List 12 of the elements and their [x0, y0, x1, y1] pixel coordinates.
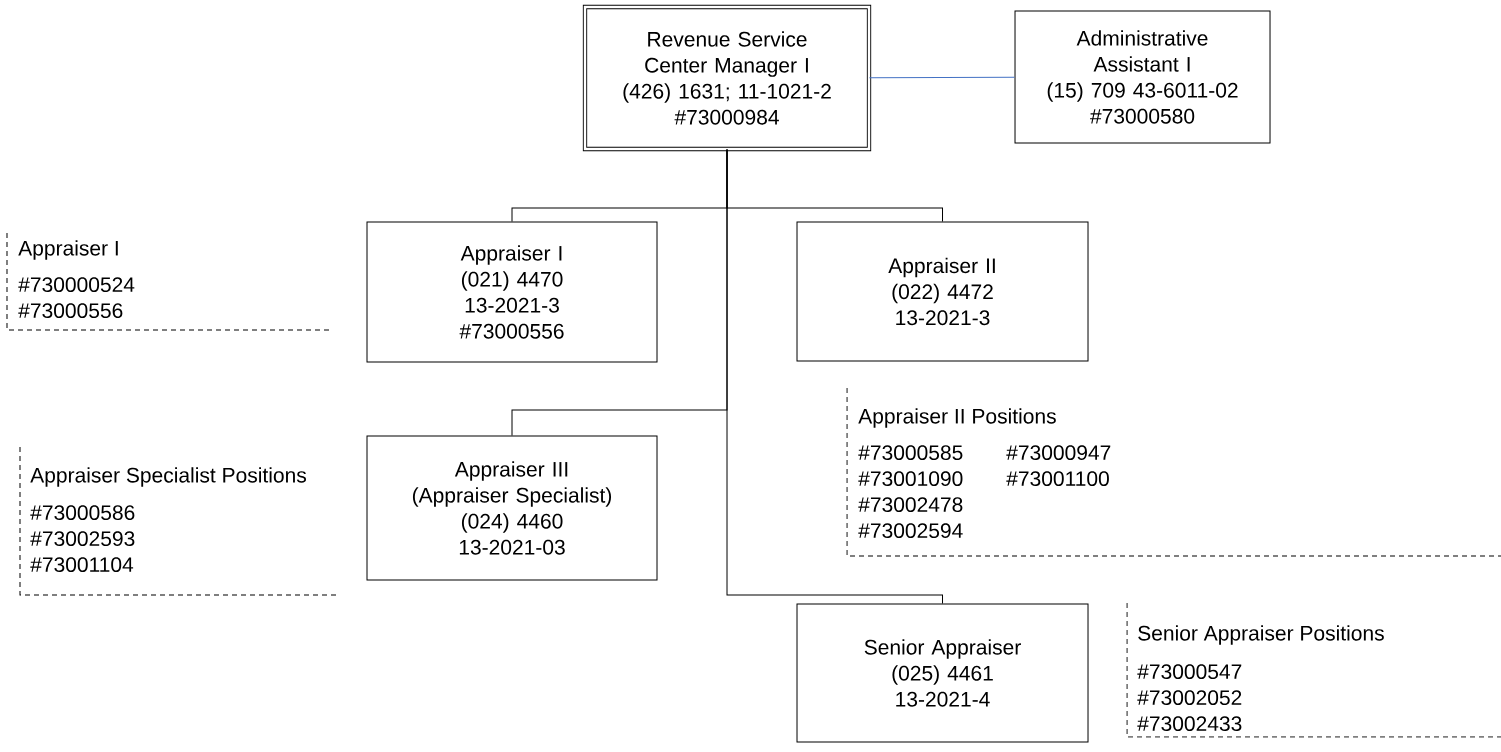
- position-list: Appraiser Specialist Positions #73000586 #73002593 #73001104: [19, 446, 341, 596]
- position-list: Senior Appraiser Positions #73000547 #73002052 #73002433: [1126, 602, 1501, 738]
- org-box: Appraiser III (Appraiser Specialist) (024) 4460 13-2021-03: [366, 435, 658, 581]
- org-box: Appraiser I (021) 4470 13-2021-3 #73000556: [366, 221, 658, 363]
- org-box: Revenue Service Center Manager I (426) 1631; 11-1021-2 #73000984: [582, 4, 872, 152]
- org-box: Senior Appraiser (025) 4461 13-2021-4: [796, 603, 1089, 743]
- position-list: Appraiser II Positions #73000585 #73001090 #73002478 #73002594 #73000947 #73001100: [846, 387, 1501, 557]
- connector-line: [726, 148, 943, 604]
- position-list: Appraiser I #730000524 #73000556: [6, 232, 331, 331]
- org-box: Administrative Assistant I (15) 709 43-6011-02 #73000580: [1014, 10, 1271, 144]
- connector-line: [868, 76, 1015, 79]
- org-box: Appraiser II (022) 4472 13-2021-3: [796, 221, 1089, 362]
